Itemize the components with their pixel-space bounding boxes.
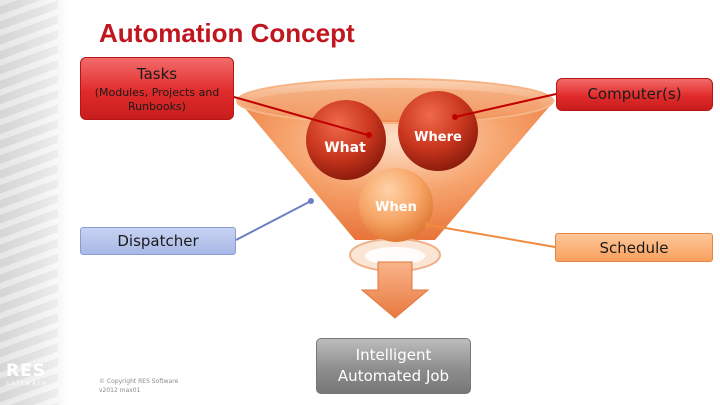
sidebar-pattern: [0, 0, 58, 405]
what-label: What: [324, 140, 366, 156]
tasks-connector: [233, 96, 369, 136]
tasks-box: Tasks (Modules, Projects and Runbooks): [80, 57, 234, 120]
funnel-inner: [249, 88, 541, 120]
copyright-line-1: © Copyright RES Software: [99, 378, 179, 385]
copyright-line-2: v2012 max01: [99, 387, 141, 394]
tasks-sublabel-1: (Modules, Projects and: [94, 86, 220, 99]
schedule-box: Schedule: [555, 233, 713, 262]
when-label: When: [375, 200, 417, 215]
tasks-label: Tasks: [136, 65, 178, 83]
res-logo: RES software: [6, 362, 54, 396]
schedule-connector-dot: [425, 222, 431, 228]
computers-connector: [454, 93, 557, 118]
dispatcher-box: Dispatcher: [80, 227, 236, 255]
tasks-connector-dot: [366, 132, 372, 138]
page-title: Automation Concept: [99, 18, 355, 48]
computers-box: Computer(s): [556, 78, 713, 111]
automated-job-box: Intelligent Automated Job: [316, 338, 471, 394]
dispatcher-connector-dot: [308, 198, 314, 204]
down-arrow-icon: [360, 261, 430, 319]
tasks-sublabel-2: Runbooks): [128, 100, 186, 113]
where-ball: [398, 91, 478, 171]
computers-connector-dot: [452, 114, 458, 120]
funnel-spout-hole: [365, 247, 425, 265]
what-ball: [306, 100, 386, 180]
job-line-2: Automated Job: [337, 367, 450, 385]
copyright-notice: © Copyright RES Software v2012 max01: [99, 377, 178, 395]
where-label: Where: [414, 130, 462, 145]
when-ball: [359, 168, 433, 242]
logo-name: RES: [6, 361, 46, 381]
job-line-1: Intelligent: [355, 346, 432, 364]
schedule-connector: [427, 224, 556, 248]
sidebar-strip: RES software: [0, 0, 70, 405]
dispatcher-connector: [235, 200, 312, 241]
logo-tagline: software: [6, 380, 48, 387]
